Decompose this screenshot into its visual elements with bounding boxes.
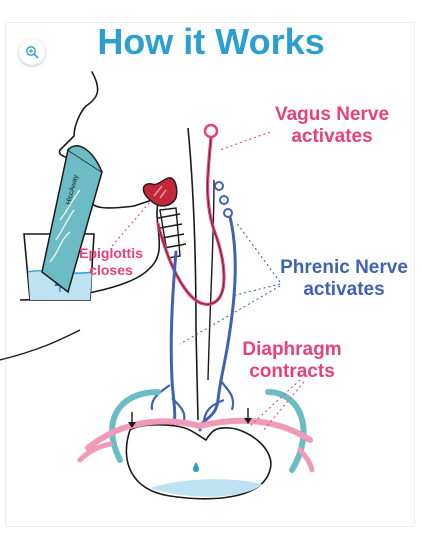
diaphragm-label-line2: contracts xyxy=(249,361,335,382)
phrenic-label-line1: Phrenic Nerve xyxy=(280,257,408,278)
epiglottis-leader xyxy=(111,201,151,247)
down-arrow-right xyxy=(244,408,252,424)
diaphragm-leader-1 xyxy=(249,379,301,427)
phrenic-leader-2 xyxy=(231,283,281,297)
vagus-label-line1: Vagus Nerve xyxy=(274,104,390,125)
esophagus-outline xyxy=(207,179,215,381)
spine-outline xyxy=(187,127,199,421)
diaphragm xyxy=(85,417,313,451)
zoom-button[interactable] xyxy=(19,39,45,65)
hiccaway-straw: HiccAway xyxy=(41,145,103,294)
epiglottis-label-line2: closes xyxy=(89,262,133,278)
vagus-label-line2: activates xyxy=(291,126,373,147)
epiglottis-label-line1: Epiglottis xyxy=(79,245,143,261)
phrenic-nerve xyxy=(150,181,237,432)
vagus-label: Vagus Nerve activates xyxy=(262,104,402,148)
chest-outline xyxy=(0,329,81,361)
phrenic-label: Phrenic Nerve activates xyxy=(274,257,414,301)
vagus-nerve xyxy=(156,123,226,306)
diaphragm-lower xyxy=(77,441,315,473)
down-arrow-left xyxy=(128,412,136,428)
water-drop xyxy=(193,462,199,472)
epiglottis-organ xyxy=(142,177,178,207)
trachea xyxy=(157,207,187,259)
diaphragm-leader-2 xyxy=(261,381,305,433)
phrenic-leader-3 xyxy=(179,285,281,345)
diaphragm-label: Diaphragm contracts xyxy=(232,339,352,383)
lungs-outline xyxy=(109,389,307,473)
phrenic-label-line2: activates xyxy=(303,279,385,300)
page-title: How it Works xyxy=(97,21,325,62)
stomach-fluid xyxy=(150,479,262,497)
vagus-leader xyxy=(219,131,271,151)
epiglottis-label: Epiglottis closes xyxy=(72,245,150,279)
diaphragm-label-line1: Diaphragm xyxy=(242,339,342,360)
zoom-in-icon xyxy=(26,46,39,59)
